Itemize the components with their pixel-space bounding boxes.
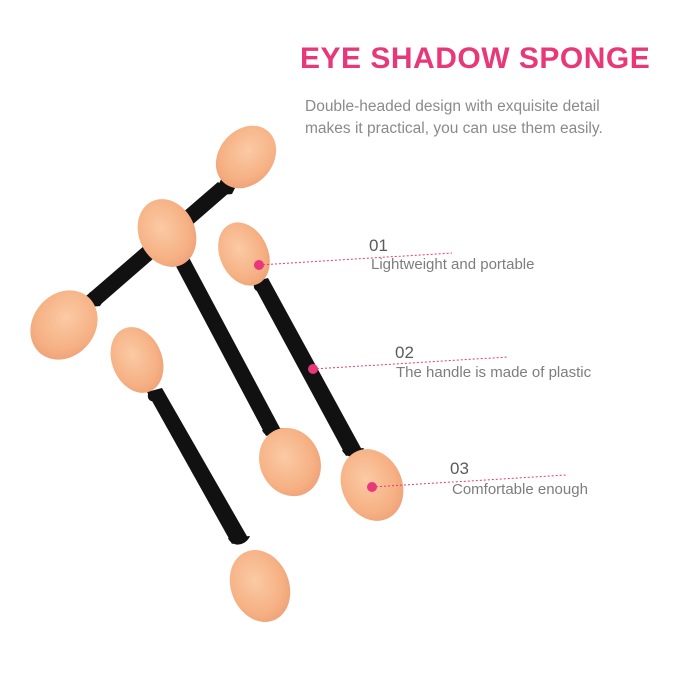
leader-line-02: [312, 356, 509, 370]
feature-text-01: Lightweight and portable: [371, 256, 535, 273]
feature-number-01: 01: [369, 236, 388, 255]
subtitle: Double-headed design with exquisite deta…: [305, 96, 645, 140]
subtitle-line-2: makes it practical, you can use them eas…: [305, 120, 603, 137]
callout-01: [254, 252, 453, 270]
subtitle-line-1: Double-headed design with exquisite deta…: [305, 98, 600, 115]
page-title: EYE SHADOW SPONGE: [300, 42, 651, 75]
marker-dot-02: [308, 364, 318, 374]
feature-text-03: Comfortable enough: [452, 481, 588, 498]
feature-text-02: The handle is made of plastic: [396, 364, 592, 381]
callout-02: [308, 356, 509, 374]
callout-03: [367, 474, 567, 492]
applicator-center: [137, 199, 321, 497]
marker-dot-03: [367, 482, 377, 492]
applicator-left: [110, 327, 291, 622]
marker-dot-01: [254, 260, 264, 270]
leader-line-03: [371, 474, 567, 488]
leader-line-01: [258, 252, 453, 266]
feature-number-03: 03: [450, 459, 469, 478]
feature-number-02: 02: [395, 343, 414, 362]
